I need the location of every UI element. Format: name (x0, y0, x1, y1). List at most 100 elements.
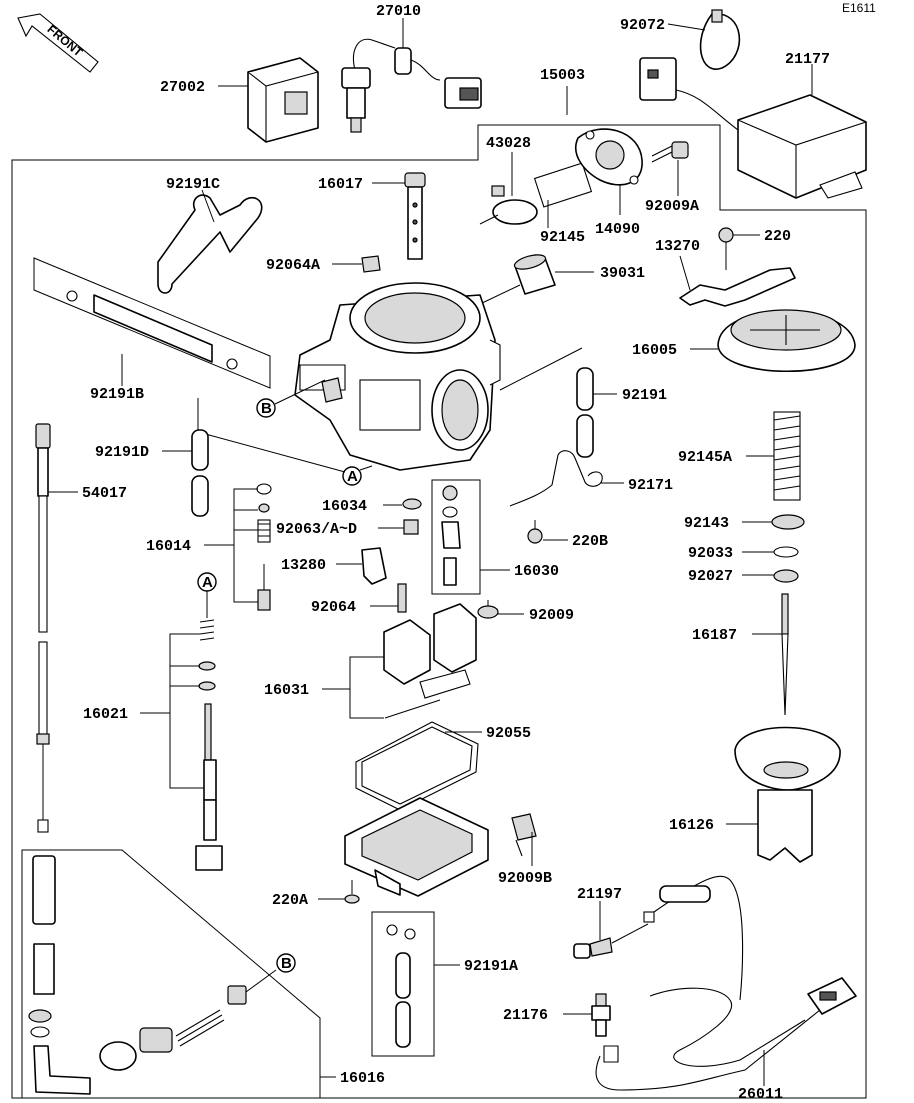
label-92009b: 92009B (498, 870, 552, 887)
part-21197-sensor (573, 875, 744, 1001)
label-16017: 16017 (318, 176, 363, 193)
label-16016: 16016 (340, 1070, 385, 1087)
part-21177-cdi-unit (639, 57, 867, 199)
part-92191b-hose (33, 257, 271, 389)
label-92145a: 92145A (678, 449, 732, 466)
part-16187-needle (781, 593, 789, 716)
part-43028-diaphragm (479, 185, 538, 225)
part-92191-hose (576, 367, 594, 458)
callout-a-label: A (347, 468, 358, 485)
label-16187: 16187 (692, 627, 737, 644)
part-16014-pilot-screw (256, 483, 272, 611)
part-16021-jet-needle: A (195, 572, 223, 871)
label-21176: 21176 (503, 1007, 548, 1024)
label-13280: 13280 (281, 557, 326, 574)
part-92064a-bolt (361, 255, 381, 273)
part-39031-collar (513, 254, 556, 295)
label-220b: 220B (572, 533, 608, 550)
label-21197: 21197 (577, 886, 622, 903)
label-92027: 92027 (688, 568, 733, 585)
callout-b-circle (256, 398, 276, 418)
part-92063-jet (403, 519, 419, 535)
label-92191a: 92191A (464, 958, 518, 975)
part-21176-switch (591, 993, 611, 1037)
callout-a-circle (342, 466, 362, 486)
part-92009a-screw (651, 141, 689, 163)
label-92009a: 92009A (645, 198, 699, 215)
part-92145-spring (533, 162, 593, 208)
label-26011: 26011 (738, 1086, 783, 1103)
callout-b-label: B (261, 400, 272, 417)
part-16005-cover (717, 309, 856, 372)
part-92191c-hose (157, 194, 263, 294)
label-92033: 92033 (688, 545, 733, 562)
part-92143-washer (771, 514, 805, 530)
label-16021: 16021 (83, 706, 128, 723)
label-92191b: 92191B (90, 386, 144, 403)
label-54017: 54017 (82, 485, 127, 502)
part-26011-harness (595, 977, 857, 1091)
label-27002: 27002 (160, 79, 205, 96)
part-92191d-hose (191, 429, 209, 517)
part-92033-clip (773, 546, 799, 558)
label-220a: 220A (272, 892, 308, 909)
label-92009: 92009 (529, 607, 574, 624)
label-92055: 92055 (486, 725, 531, 742)
label-43028: 43028 (486, 135, 531, 152)
label-220: 220 (764, 228, 791, 245)
label-13270: 13270 (655, 238, 700, 255)
part-carburetor-body (294, 282, 501, 471)
part-92171-clip (509, 450, 603, 507)
label-15003: 15003 (540, 67, 585, 84)
label-92143: 92143 (684, 515, 729, 532)
part-16126-slide (734, 726, 841, 863)
part-27010-sensor (341, 38, 482, 133)
label-92191d: 92191D (95, 444, 149, 461)
label-39031: 39031 (600, 265, 645, 282)
part-16030-jet-kit (431, 479, 481, 595)
part-13280-bracket (361, 547, 387, 585)
part-92055-gasket (355, 721, 479, 811)
label-14090: 14090 (595, 221, 640, 238)
label-16126: 16126 (669, 817, 714, 834)
label-92191: 92191 (622, 387, 667, 404)
label-21177: 21177 (785, 51, 830, 68)
label-16005: 16005 (632, 342, 677, 359)
part-92191a-hose-set (371, 911, 435, 1057)
callout-a-label-2: A (202, 574, 213, 591)
part-92027-ring (773, 569, 799, 583)
label-27010: 27010 (376, 3, 421, 20)
part-16034-nut (402, 498, 422, 510)
part-220b-screw (527, 520, 543, 544)
part-220-screw (718, 227, 734, 270)
sub-assembly-16016-frame (21, 849, 321, 1099)
part-92009b-screw (511, 813, 537, 857)
front-arrow-icon: FRONT (17, 13, 99, 73)
label-92072: 92072 (620, 17, 665, 34)
part-16031-float (383, 603, 477, 719)
part-float-bowl (344, 797, 489, 897)
label-92171: 92171 (628, 477, 673, 494)
label-16014: 16014 (146, 538, 191, 555)
part-92009-screw (477, 600, 499, 619)
part-27002-relay (247, 57, 319, 143)
part-16017-rod (404, 172, 426, 260)
label-16030: 16030 (514, 563, 559, 580)
label-92063: 92063/A~D (276, 521, 357, 538)
label-92064: 92064 (311, 599, 356, 616)
part-14090-cover (575, 128, 643, 186)
figure-code: E1611 (842, 1, 876, 15)
part-16016-choke-plunger: B (28, 855, 296, 1095)
part-220a-screw (344, 880, 360, 904)
callout-b-label-2: B (281, 955, 292, 972)
part-92064-bolt (397, 583, 407, 613)
part-92145a-spring (773, 411, 801, 501)
part-54017-cable (35, 423, 51, 833)
label-16031: 16031 (264, 682, 309, 699)
part-92072-clamp (699, 9, 741, 70)
label-92145: 92145 (540, 229, 585, 246)
label-92064a: 92064A (266, 257, 320, 274)
label-16034: 16034 (322, 498, 367, 515)
label-92191c: 92191C (166, 176, 220, 193)
